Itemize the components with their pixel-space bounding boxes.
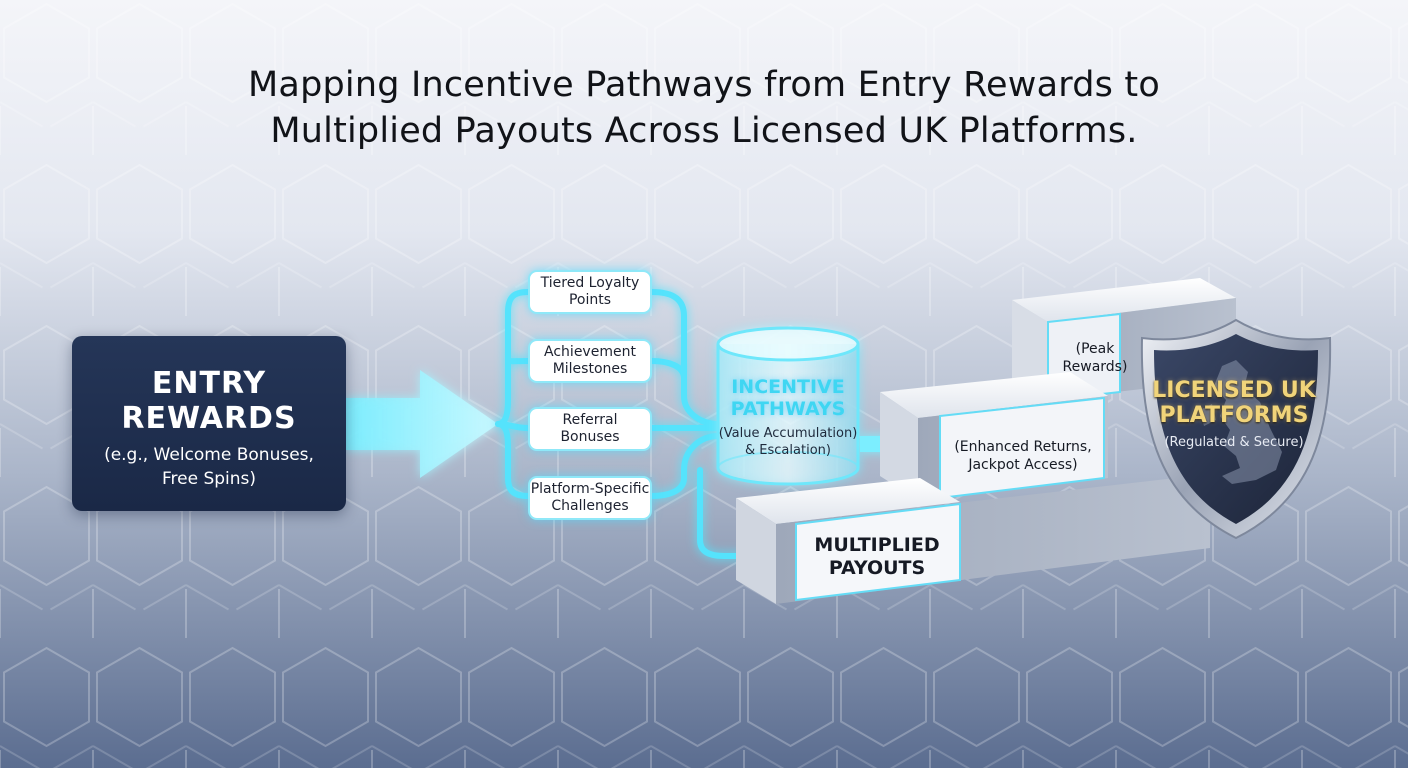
pathways-sub-2: & Escalation)	[745, 443, 831, 458]
step-middle-label: (Enhanced Returns, Jackpot Access)	[944, 438, 1102, 474]
title-line-2: Multiplied Payouts Across Licensed UK Pl…	[270, 111, 1138, 151]
entry-sub-1: (e.g., Welcome Bonuses,	[104, 445, 314, 465]
branch-label: Bonuses	[560, 429, 620, 445]
step-middle-line-1: (Enhanced Returns,	[954, 439, 1092, 455]
pathways-sub-1: (Value Accumulation)	[718, 426, 858, 441]
step-top-line-1: (Peak	[1075, 341, 1115, 357]
cylinder	[716, 326, 860, 486]
step-middle-line-2: Jackpot Access)	[968, 457, 1078, 473]
entry-heading-1: ENTRY	[151, 366, 267, 401]
step-bottom-line-2: PAYOUTS	[828, 557, 926, 579]
entry-sub-2: Free Spins)	[161, 469, 257, 489]
incentive-pathways-label: INCENTIVE PATHWAYS (Value Accumulation) …	[710, 376, 866, 459]
branch-label: Referral	[562, 412, 618, 428]
step-top-line-2: Rewards)	[1062, 359, 1128, 375]
main-arrow	[346, 370, 498, 478]
step-bottom-label: MULTIPLIED PAYOUTS	[800, 534, 954, 580]
title-line-1: Mapping Incentive Pathways from Entry Re…	[248, 65, 1160, 105]
page-title: Mapping Incentive Pathways from Entry Re…	[104, 62, 1304, 154]
branch-label: Achievement	[544, 344, 636, 360]
shield-label: LICENSED UK PLATFORMS (Regulated & Secur…	[1143, 378, 1325, 452]
branch-label: Platform-Specific	[530, 481, 650, 497]
pathways-heading-1: INCENTIVE	[731, 376, 845, 398]
branch-label: Milestones	[552, 361, 628, 377]
shield-heading-1: LICENSED UK	[1152, 378, 1316, 403]
branch-connectors	[495, 289, 783, 559]
step-top-label: (Peak Rewards)	[1050, 340, 1140, 376]
step-bottom	[736, 474, 1210, 604]
step-middle	[880, 372, 1108, 500]
entry-heading-2: REWARDS	[121, 401, 297, 436]
branch-label: Points	[568, 292, 612, 308]
branch-label: Challenges	[551, 498, 629, 514]
shield-sub: (Regulated & Secure)	[1164, 435, 1304, 450]
pathways-heading-2: PATHWAYS	[730, 398, 846, 420]
step-bottom-line-1: MULTIPLIED	[814, 534, 940, 556]
branch-label: Tiered Loyalty	[540, 275, 640, 291]
uk-map-icon	[1200, 360, 1282, 484]
shield-heading-2: PLATFORMS	[1159, 403, 1309, 428]
entry-rewards-box: ENTRY REWARDS (e.g., Welcome Bonuses, Fr…	[72, 336, 346, 511]
shield-icon	[1140, 318, 1332, 540]
